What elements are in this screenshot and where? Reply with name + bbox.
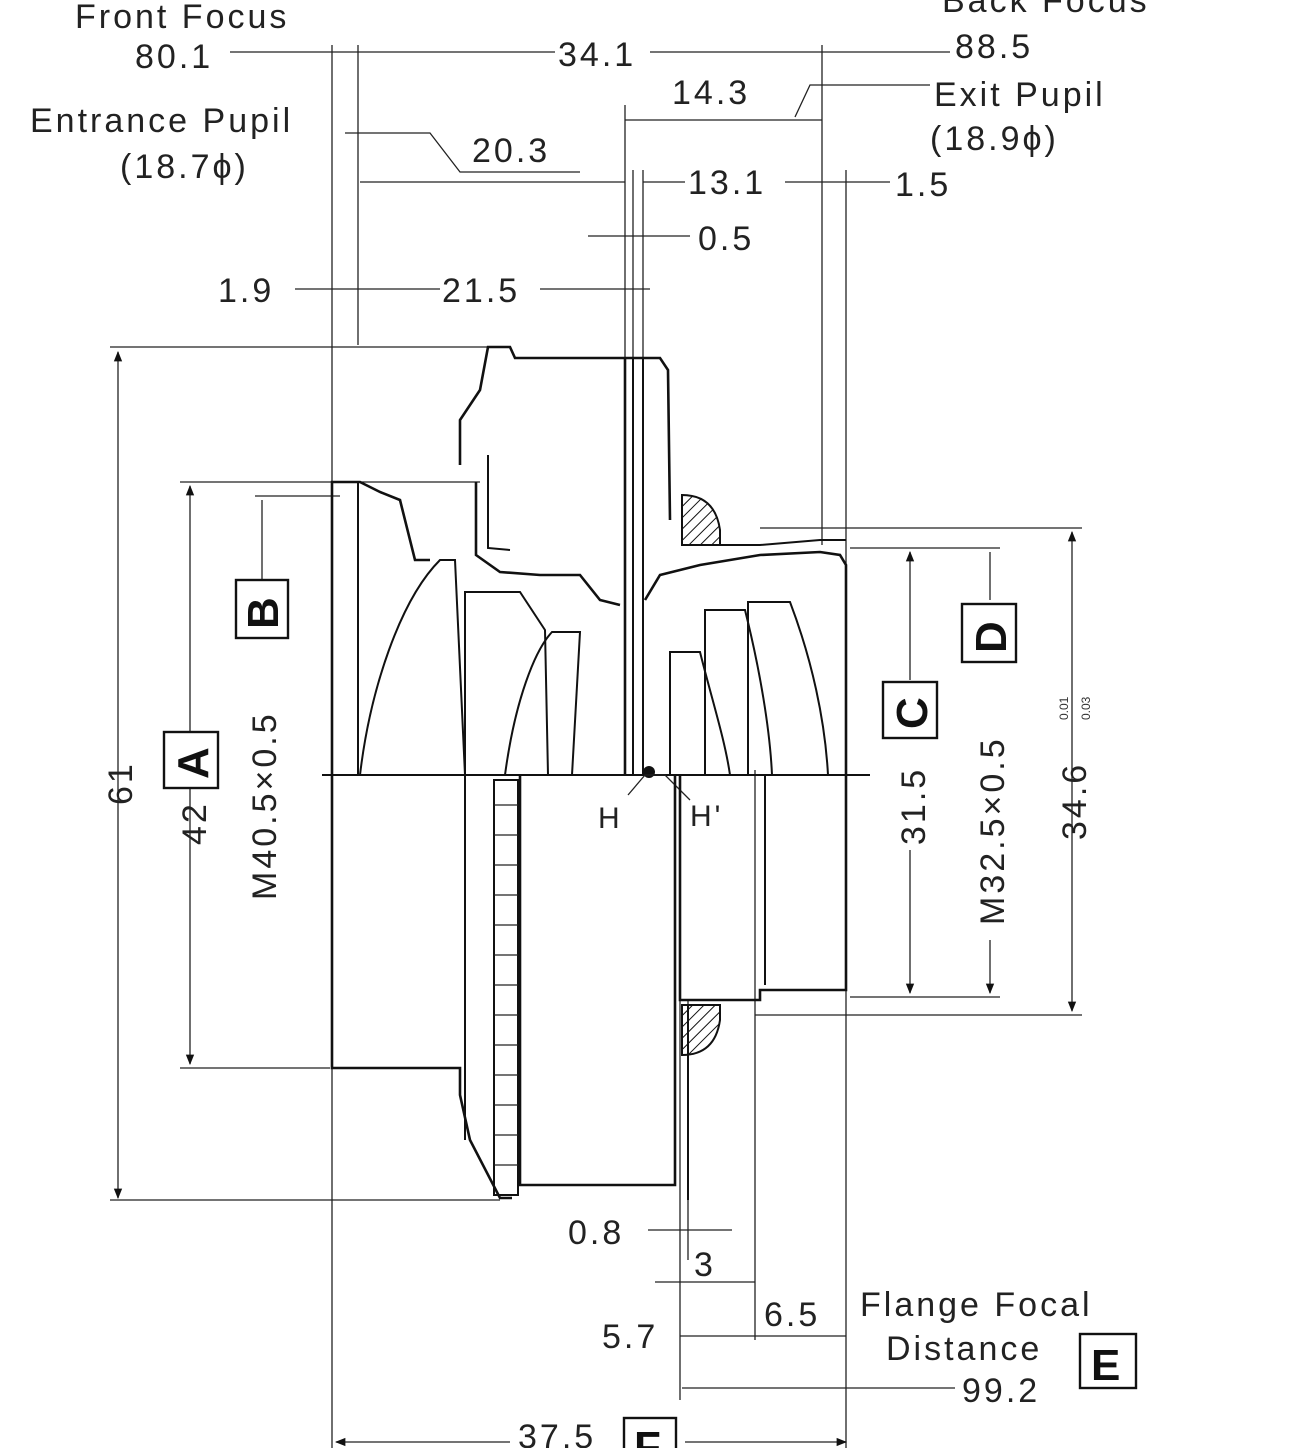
dim-14-3: 14.3 xyxy=(672,74,750,112)
box-a: A xyxy=(162,730,220,790)
back-focus-value: 88.5 xyxy=(955,28,1033,66)
dim-34-1: 34.1 xyxy=(558,36,636,74)
dim-0-8: 0.8 xyxy=(568,1214,624,1252)
dim-31-5: 31.5 xyxy=(895,767,933,845)
dim-20-3: 20.3 xyxy=(472,132,550,170)
dim-61: 61 xyxy=(102,761,140,805)
svg-text:D: D xyxy=(967,621,1016,653)
dim-13-1: 13.1 xyxy=(688,164,766,202)
reference-boxes: A B C D E F xyxy=(162,578,1138,1448)
knurled-ring xyxy=(493,779,519,1196)
thread-m40: M40.5×0.5 xyxy=(246,711,284,900)
dim-21-5: 21.5 xyxy=(442,272,520,310)
front-focus-value: 80.1 xyxy=(135,38,213,76)
svg-text:E: E xyxy=(1091,1341,1120,1390)
flange-focal-title-line2: Distance xyxy=(886,1330,1042,1368)
bottom-dimension-lines xyxy=(334,1229,955,1447)
dim-99-2: 99.2 xyxy=(962,1372,1040,1410)
lens-body-upper xyxy=(322,345,870,1057)
principal-point-h-prime: H' xyxy=(690,800,723,833)
back-focus-title: Back Focus xyxy=(942,0,1150,20)
tolerance-lower: 0.03 xyxy=(1079,696,1093,720)
tolerance-upper: 0.01 xyxy=(1057,696,1071,720)
top-dimension-lines xyxy=(230,51,950,290)
dim-42: 42 xyxy=(176,801,214,845)
box-e: E xyxy=(1078,1332,1138,1390)
front-focus-title: Front Focus xyxy=(75,0,289,36)
box-b: B xyxy=(234,578,290,640)
svg-text:A: A xyxy=(169,747,218,779)
exit-pupil-diameter: (18.9ϕ) xyxy=(930,120,1059,158)
box-c: C xyxy=(881,680,939,740)
flange-focal-title-line1: Flange Focal xyxy=(860,1286,1093,1324)
entrance-pupil-title: Entrance Pupil xyxy=(30,102,293,140)
dim-1-5: 1.5 xyxy=(895,166,951,204)
box-f: F xyxy=(622,1416,678,1448)
entrance-pupil-diameter: (18.7ϕ) xyxy=(120,148,249,186)
lens-body-lower xyxy=(330,775,848,1200)
dim-37-5: 37.5 xyxy=(518,1418,596,1448)
dim-34-6: 34.6 xyxy=(1056,762,1094,840)
svg-text:B: B xyxy=(239,597,288,629)
dim-5-7: 5.7 xyxy=(602,1318,658,1356)
dim-6-5: 6.5 xyxy=(764,1296,820,1334)
right-dimension-lines xyxy=(755,527,1082,1016)
thread-m32: M32.5×0.5 xyxy=(974,736,1012,925)
dim-1-9: 1.9 xyxy=(218,272,274,310)
svg-text:C: C xyxy=(888,697,937,729)
dim-3: 3 xyxy=(694,1246,716,1284)
principal-point-h: H xyxy=(598,802,623,835)
dim-0-5: 0.5 xyxy=(698,220,754,258)
svg-text:F: F xyxy=(634,1423,661,1448)
exit-pupil-title: Exit Pupil xyxy=(934,76,1106,114)
box-d: D xyxy=(960,602,1018,664)
dimension-labels: Front Focus 80.1 Back Focus 88.5 34.1 En… xyxy=(30,0,1150,1448)
